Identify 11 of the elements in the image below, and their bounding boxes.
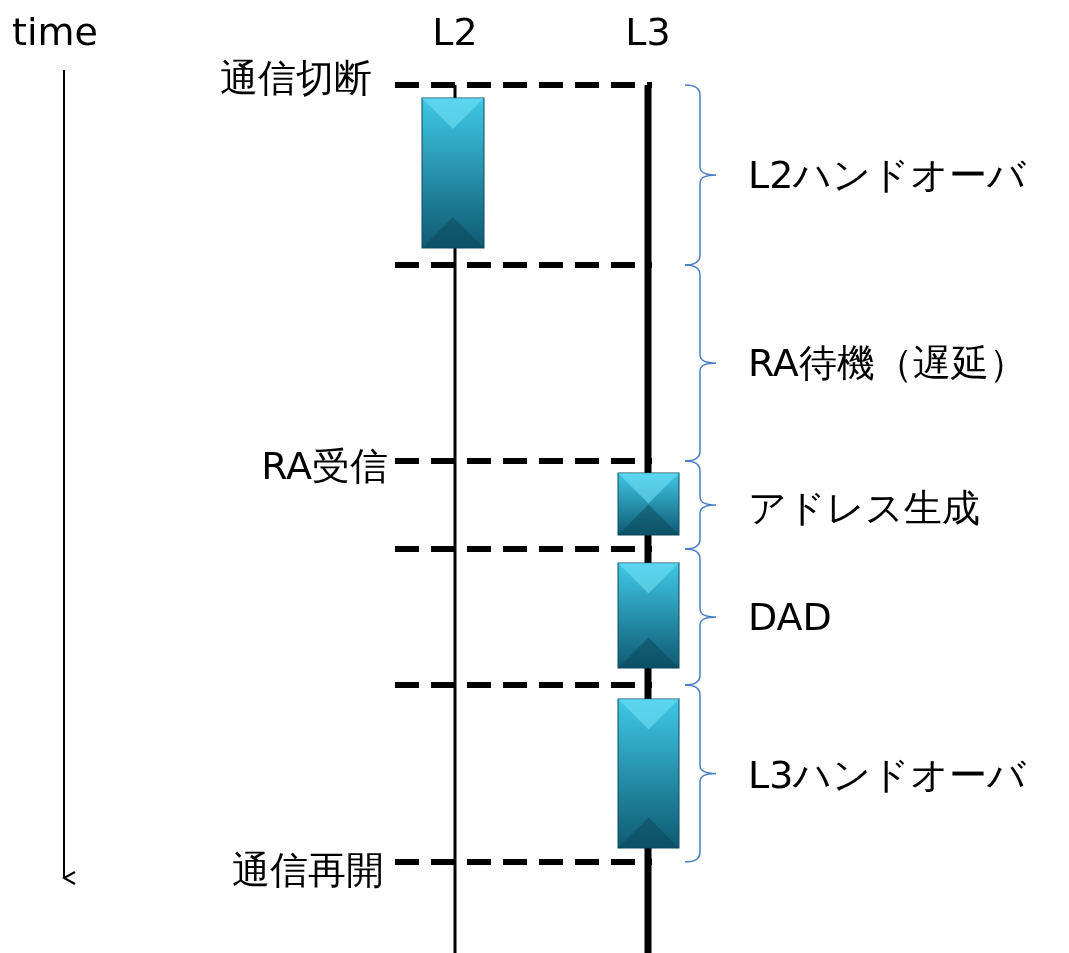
column-heading: L2 <box>432 10 478 54</box>
phase-label: L2ハンドオーバ <box>748 153 1027 197</box>
event-label: 通信切断 <box>220 56 372 100</box>
event-label: RA受信 <box>261 444 388 488</box>
phase-label: DAD <box>748 595 832 639</box>
column-heading: L3 <box>625 10 671 54</box>
phase-label: アドレス生成 <box>748 486 980 530</box>
phase-label: RA待機（遅延） <box>748 341 1027 385</box>
event-label: 通信再開 <box>232 848 384 892</box>
phase-label: L3ハンドオーバ <box>748 753 1027 797</box>
axis-label: time <box>12 10 98 54</box>
